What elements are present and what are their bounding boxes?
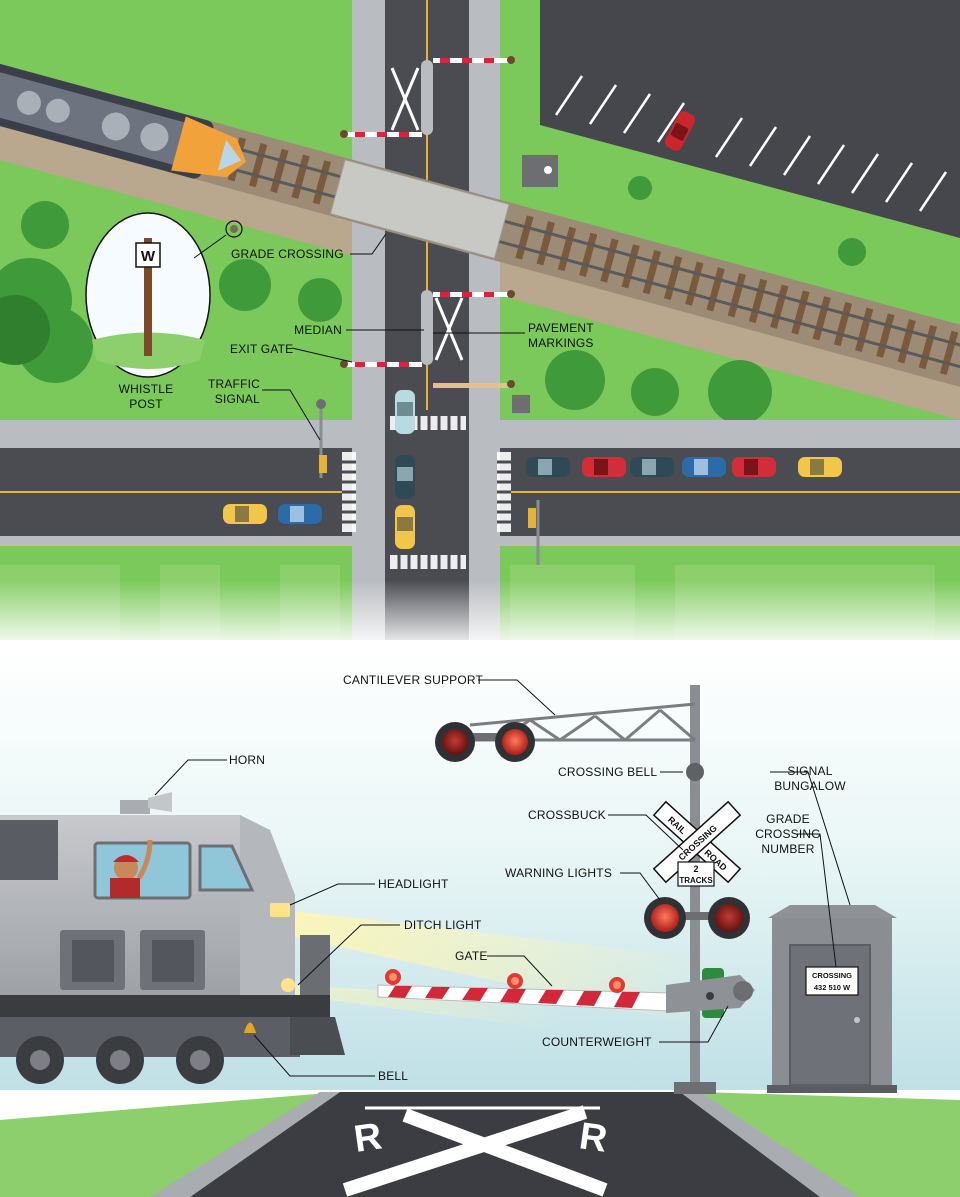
signal-bungalow: CROSSING 432 510 W xyxy=(767,905,897,1093)
label-whistle-post-2: POST xyxy=(129,397,163,411)
street-leader-lines xyxy=(154,679,851,1077)
aerial-gates xyxy=(340,56,515,388)
pavement-x xyxy=(342,1105,608,1197)
label-crossbuck: CROSSBUCK xyxy=(528,808,606,822)
label-signal-bungalow-2: BUNGALOW xyxy=(774,779,846,793)
label-bell: BELL xyxy=(378,1069,409,1083)
crossing-signal: RAIL ROAD CROSSING 2 TRACKS xyxy=(377,685,755,1094)
pavement-letter-right: R xyxy=(577,1115,610,1160)
aerial-signal-box xyxy=(512,395,530,413)
grade-crossing-number-plate xyxy=(805,966,859,996)
crossbuck: RAIL ROAD CROSSING xyxy=(652,800,742,884)
pavement-markings-north xyxy=(390,67,420,131)
street-view: R R xyxy=(0,233,960,1197)
tracks-label: TRACKS xyxy=(679,876,713,885)
counterweight xyxy=(666,975,755,1013)
label-headlight: HEADLIGHT xyxy=(378,877,449,891)
parking-lot xyxy=(540,0,960,238)
label-signal-bungalow-1: SIGNAL xyxy=(787,764,833,778)
label-warning-lights: WARNING LIGHTS xyxy=(505,866,613,880)
label-grade-crossing-number-2: CROSSING xyxy=(755,827,821,841)
label-traffic-signal-1: TRAFFIC xyxy=(207,377,260,391)
ditch-light xyxy=(281,978,295,992)
median-north xyxy=(421,60,433,135)
horn xyxy=(120,800,150,814)
grade-crossing-panel xyxy=(329,159,510,259)
label-grade-crossing-number-3: NUMBER xyxy=(761,842,815,856)
label-median: MEDIAN xyxy=(294,323,342,337)
crosswalk-gaps xyxy=(342,416,511,569)
label-gate: GATE xyxy=(455,949,488,963)
plate-line-2: 432 510 W xyxy=(814,983,851,992)
cantilever-lights xyxy=(435,722,535,762)
label-whistle-post-1: WHISTLE xyxy=(118,382,174,396)
locomotive-bell xyxy=(244,1022,256,1033)
cantilever-support xyxy=(469,702,696,742)
whistle-post xyxy=(144,238,152,356)
label-pavement-markings-2: MARKINGS xyxy=(528,336,594,350)
pavement-letter-left: R xyxy=(351,1116,384,1161)
locomotive xyxy=(0,792,345,1084)
whistle-sign xyxy=(135,242,161,268)
label-ditch-light: DITCH LIGHT xyxy=(404,918,482,932)
aerial-leader-lines xyxy=(262,233,525,441)
bush-shadow xyxy=(0,295,50,365)
aerial-locomotive xyxy=(0,57,247,179)
label-pavement-markings-1: PAVEMENT xyxy=(528,321,594,335)
label-crossing-bell: CROSSING BELL xyxy=(558,765,658,779)
label-horn: HORN xyxy=(229,753,266,767)
signal-mast xyxy=(690,685,700,1090)
parked-car xyxy=(664,111,696,151)
aerial-fade xyxy=(0,580,960,650)
whistle-sign-letter: W xyxy=(141,248,156,265)
crossing-bell xyxy=(686,763,704,781)
whistle-post-inset: W xyxy=(85,212,243,378)
aerial-view: W xyxy=(0,0,960,650)
median-south xyxy=(421,290,433,365)
warning-lights xyxy=(644,897,750,939)
cars xyxy=(223,390,842,549)
plate-line-1: CROSSING xyxy=(812,971,852,980)
pavement-markings-south xyxy=(434,297,464,361)
label-grade-crossing-number-1: GRADE xyxy=(766,812,810,826)
headlight xyxy=(270,903,290,917)
tracks-sign xyxy=(677,861,715,887)
label-counterweight: COUNTERWEIGHT xyxy=(542,1035,652,1049)
bungalow-door xyxy=(789,944,871,1086)
label-grade-crossing: GRADE CROSSING xyxy=(231,247,344,261)
label-cantilever-support: CANTILEVER SUPPORT xyxy=(343,673,484,687)
parking-lines xyxy=(554,75,948,212)
label-exit-gate: EXIT GATE xyxy=(230,342,294,356)
gate-arm xyxy=(377,969,671,1012)
aerial-signal-bungalow xyxy=(522,155,558,187)
label-traffic-signal-2: SIGNAL xyxy=(214,392,260,406)
tracks-number: 2 xyxy=(693,864,698,874)
